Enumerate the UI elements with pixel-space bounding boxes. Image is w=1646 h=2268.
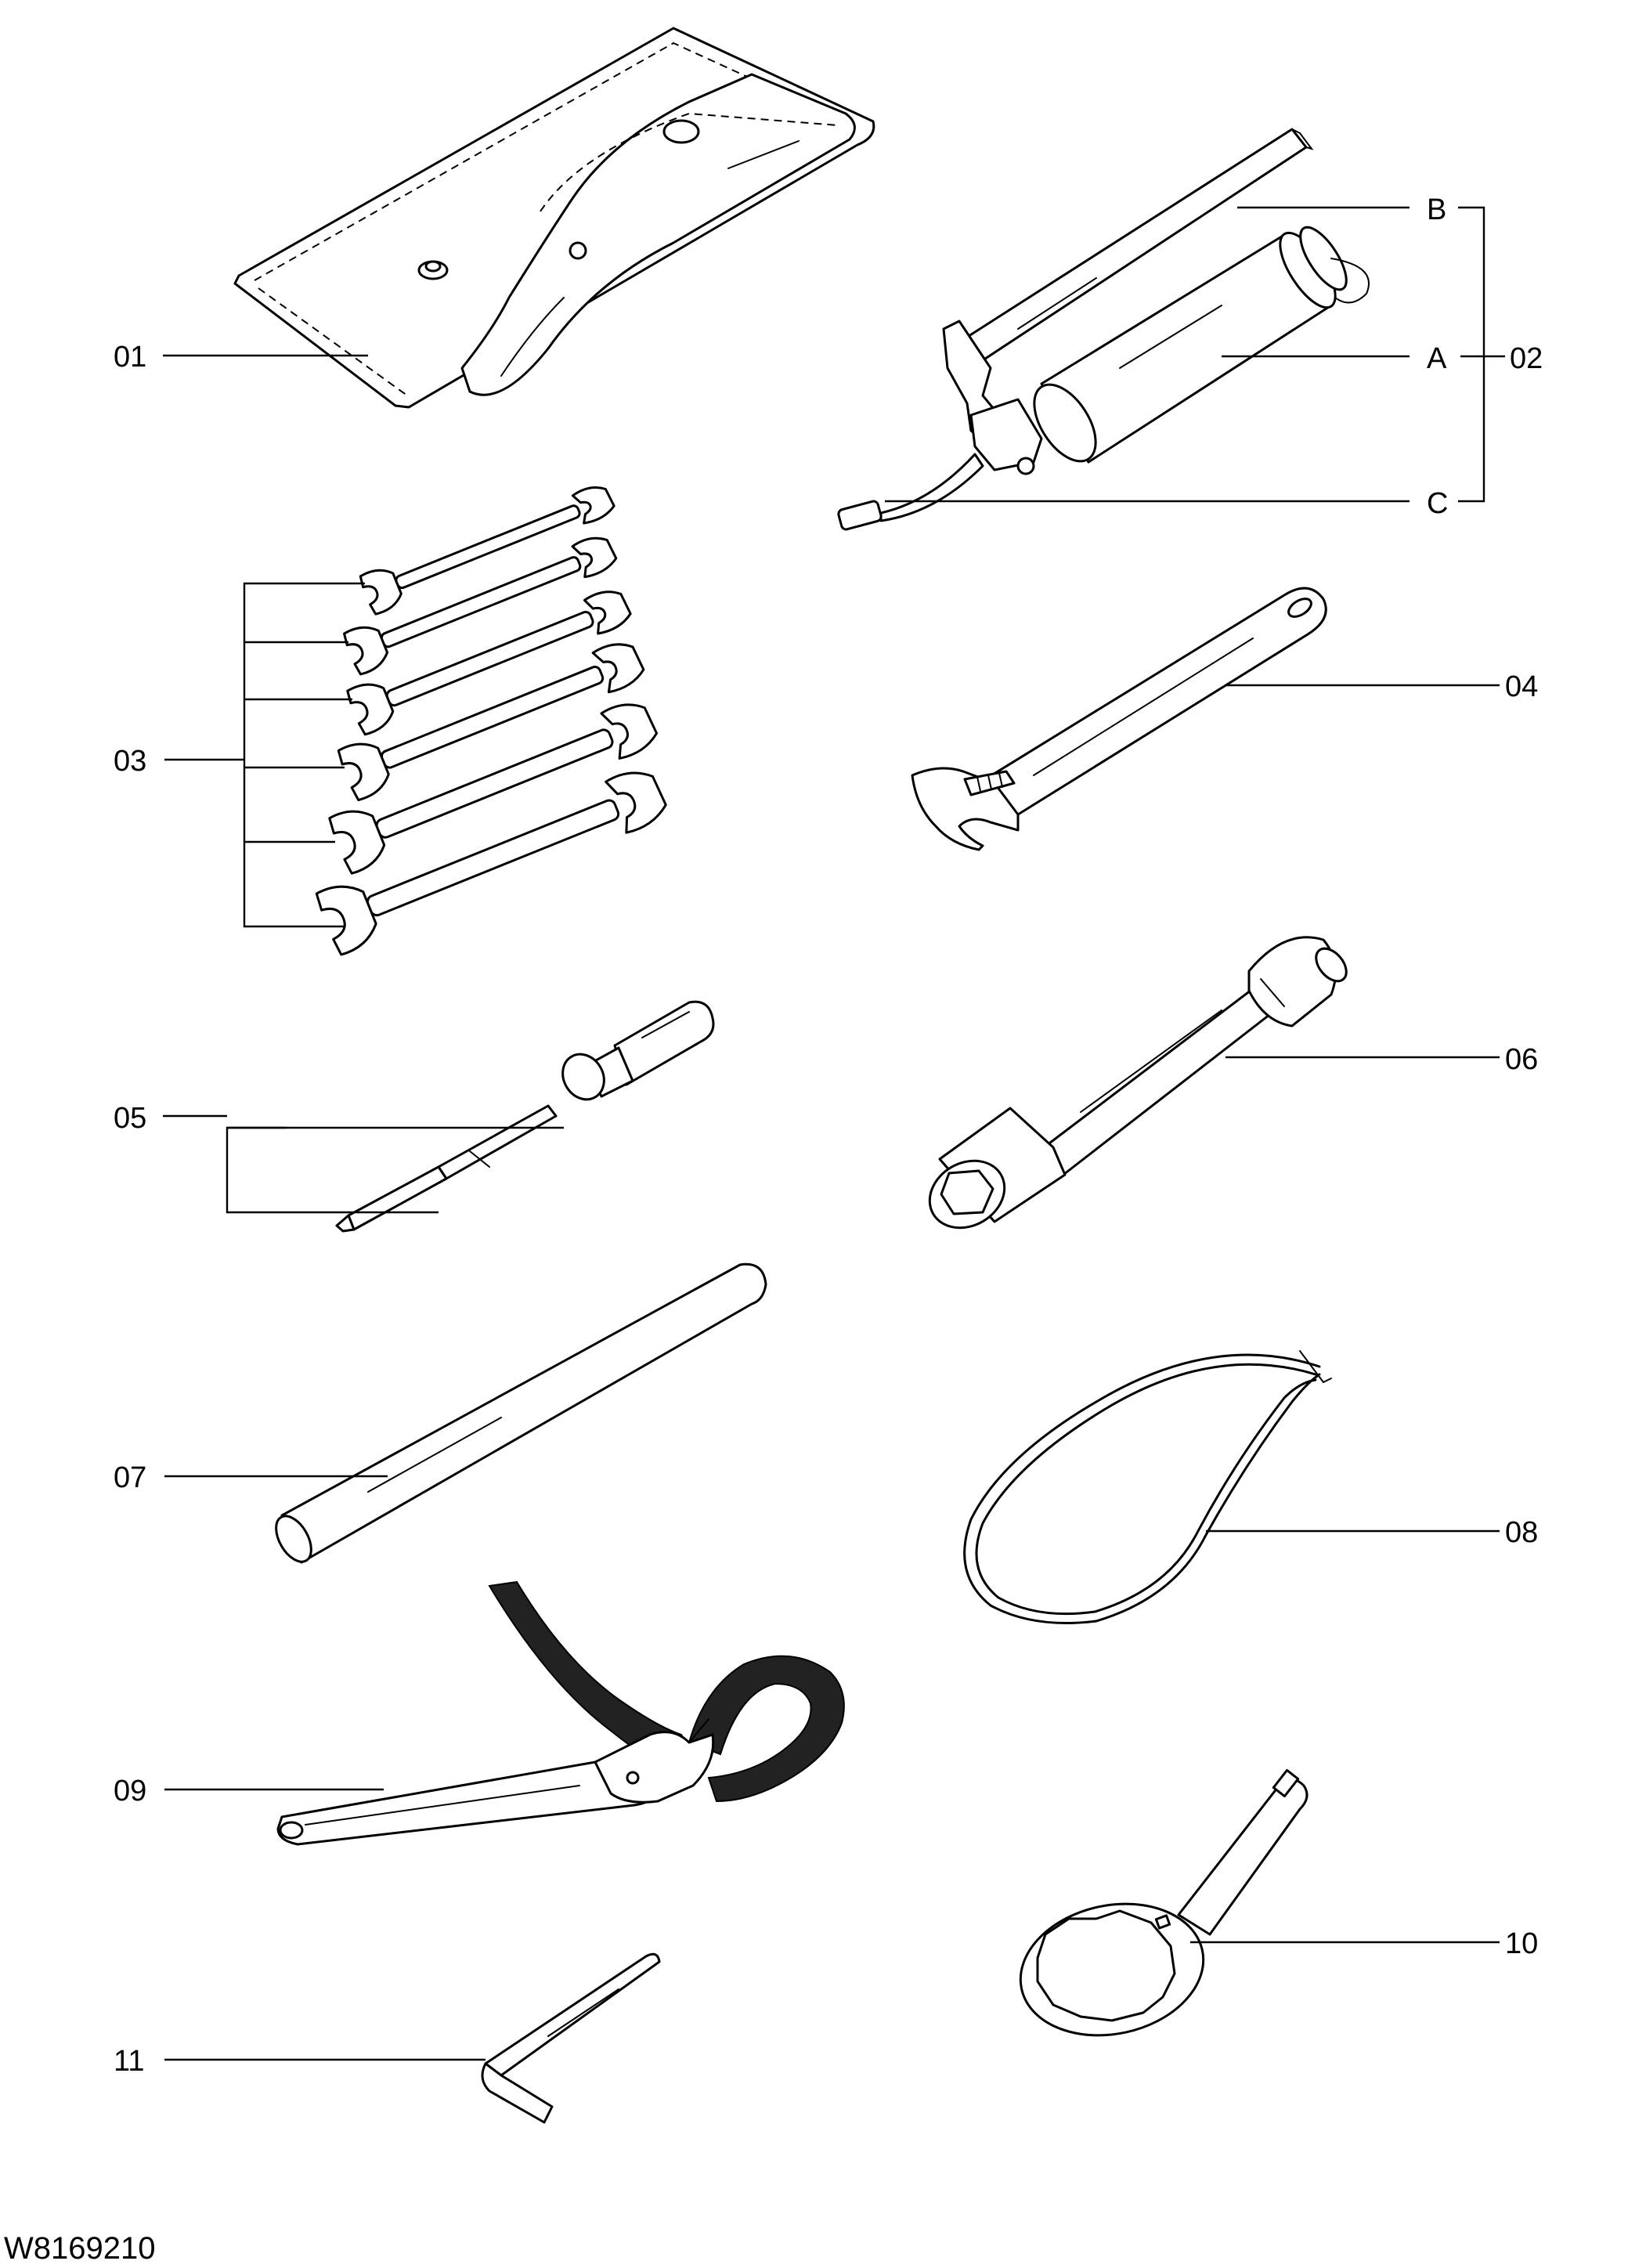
label-02-a: A [1427,342,1447,375]
label-05: 05 [114,1102,146,1135]
adjustable-wrench-illustration [911,587,1327,851]
label-02: 02 [1510,342,1543,375]
wrench-set-illustration [315,486,667,956]
tool-pouch-illustration [233,27,875,409]
label-09: 09 [114,1775,146,1808]
label-10: 10 [1505,1927,1538,1960]
label-06: 06 [1505,1043,1538,1076]
screwdriver-illustration [335,1000,715,1233]
label-08: 08 [1505,1516,1538,1549]
label-02-b: B [1427,193,1446,226]
drawing-code: W8169210 [4,2231,155,2266]
label-11: 11 [114,2045,144,2078]
box-spanner-illustration [928,936,1348,1230]
label-03: 03 [114,745,146,778]
label-07: 07 [114,1461,146,1494]
tommy-bar-illustration [275,1262,767,1564]
allen-key-illustration [481,1952,661,2124]
grease-gun-illustration [837,128,1370,531]
label-01: 01 [114,341,146,374]
filter-spanner-illustration [1019,1768,1308,2037]
strap-wrench-illustration [276,1580,845,1846]
label-02-c: C [1427,487,1448,520]
wire-loop-illustration [963,1350,1332,1624]
label-04: 04 [1505,670,1538,703]
